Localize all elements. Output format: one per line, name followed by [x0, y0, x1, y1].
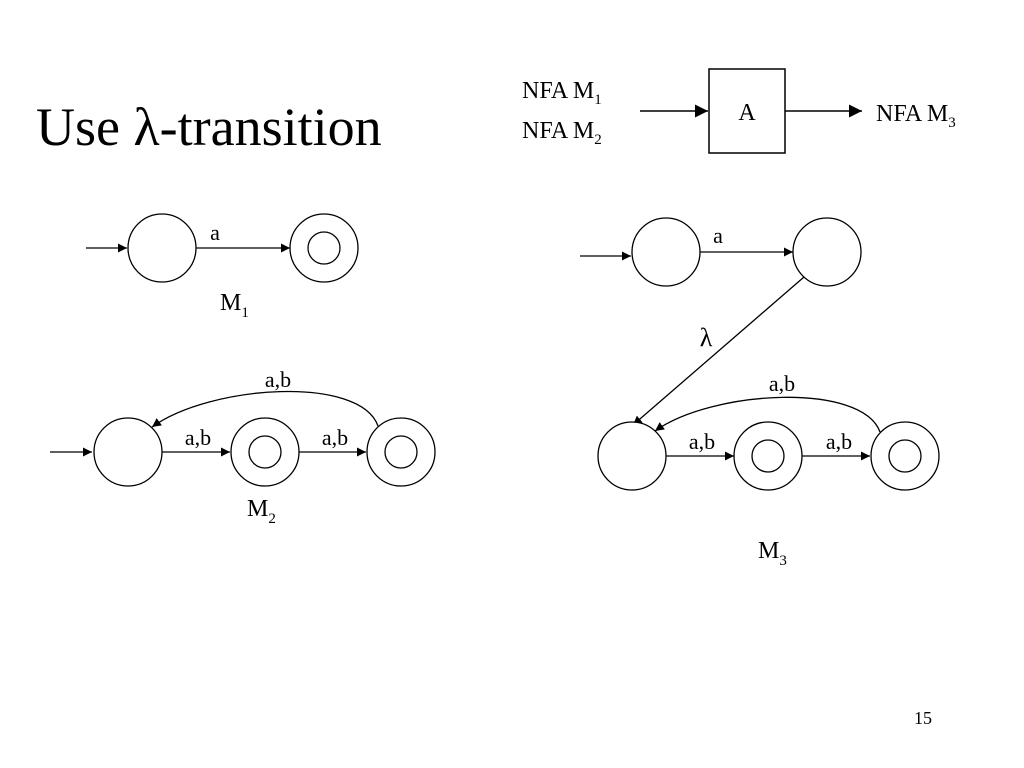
m2-loop-back-transition	[151, 390, 379, 428]
m2-final-state-1-inner	[248, 435, 282, 469]
overview-output: NFA M3	[876, 101, 956, 131]
m3-final-state-2-inner	[888, 439, 922, 473]
nfa-m2: a,b a,b a,b M2	[50, 367, 436, 527]
overview-input-2: NFA M2	[522, 118, 602, 148]
m2-initial-state	[93, 417, 163, 487]
title-prefix: Use	[36, 97, 134, 157]
lambda-symbol: λ	[133, 97, 160, 157]
m1-final-state	[289, 213, 359, 283]
m3-loop-label: a,b	[769, 371, 795, 396]
nfa-m3: a λ a,b a,b a,b M3	[580, 217, 940, 569]
m1-initial-state	[127, 213, 197, 283]
m3-transition-2-label: a,b	[826, 429, 852, 454]
m2-final-state-2-inner	[384, 435, 418, 469]
page-number: 15	[914, 708, 932, 728]
m1-name: M1	[220, 290, 249, 321]
m3-m2-initial-state	[597, 421, 667, 491]
m3-lambda-label: λ	[700, 323, 713, 352]
m3-lambda-transition	[632, 276, 805, 426]
m3-name: M3	[758, 538, 787, 569]
overview-diagram: NFA M1 NFA M2 A NFA M3	[522, 68, 956, 154]
m2-name: M2	[247, 496, 276, 527]
m3-loop-back-transition	[654, 396, 881, 433]
m2-final-state-1	[230, 417, 300, 487]
m2-transition-2-label: a,b	[322, 425, 348, 450]
m3-intermediate-state	[792, 217, 862, 287]
m3-final-state-1-inner	[751, 439, 785, 473]
m1-final-state-inner	[307, 231, 341, 265]
overview-input-1: NFA M1	[522, 78, 602, 108]
m3-transition-a-label: a	[713, 223, 723, 248]
title-suffix: -transition	[159, 97, 382, 157]
m3-transition-1-label: a,b	[689, 429, 715, 454]
slide-title: Use λ-transition	[36, 100, 382, 154]
m3-initial-state	[631, 217, 701, 287]
m1-transition-label: a	[210, 220, 220, 245]
m2-transition-1-label: a,b	[185, 425, 211, 450]
m2-loop-label: a,b	[265, 367, 291, 392]
m2-final-state-2	[366, 417, 436, 487]
algorithm-box-label: A	[738, 100, 756, 126]
m3-final-state-1	[733, 421, 803, 491]
nfa-m1: a M1	[86, 213, 359, 321]
m3-final-state-2	[870, 421, 940, 491]
